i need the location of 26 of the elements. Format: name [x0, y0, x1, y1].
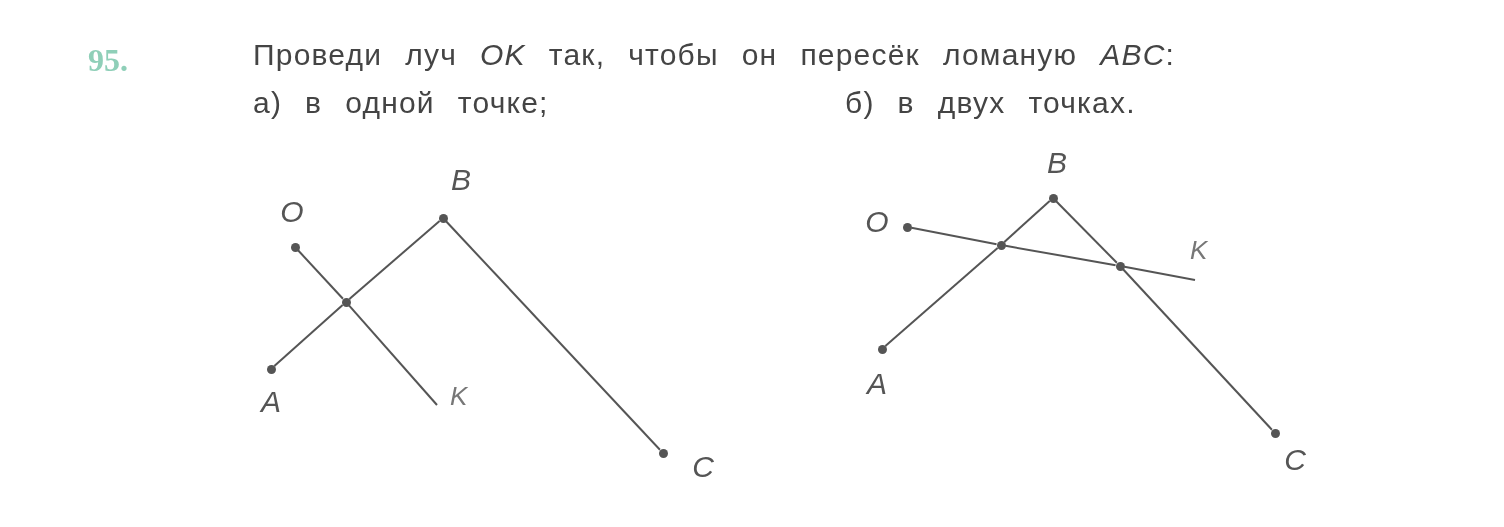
line-segment [273, 304, 344, 367]
instruction-text: б) в двух точках. [845, 88, 1136, 118]
point-label: O [865, 207, 889, 237]
exercise-number: 95. [88, 44, 128, 76]
point-label: C [1284, 445, 1306, 475]
line-segment [1122, 268, 1273, 431]
point-label: K [450, 383, 468, 409]
line-segment [1123, 265, 1196, 281]
instruction-text: Проведи луч OK так, чтобы он пересёк ломаную ABC: [253, 40, 1176, 70]
instruction-text: а) в одной точке; [253, 88, 549, 118]
point-label: B [451, 165, 471, 195]
point-label: O [280, 197, 304, 227]
point-label: A [867, 369, 887, 399]
point-label: B [1047, 148, 1067, 178]
line-segment [884, 246, 999, 348]
line-segment [1003, 200, 1051, 243]
point-label: C [692, 452, 714, 482]
point-label: A [261, 387, 281, 417]
line-segment [1055, 200, 1118, 264]
line-segment [348, 304, 438, 406]
line-segment [910, 226, 998, 246]
line-segment [348, 219, 441, 301]
line-segment [445, 220, 661, 451]
point-label: K [1190, 237, 1208, 263]
line-segment [1004, 244, 1117, 267]
line-segment [297, 249, 344, 300]
